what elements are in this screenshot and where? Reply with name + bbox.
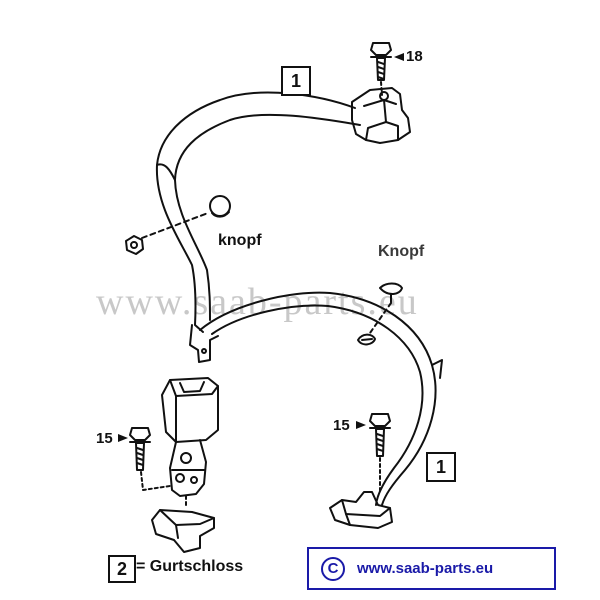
callout-part-1-top: 1 <box>281 66 311 96</box>
copyright-icon: C <box>321 556 345 581</box>
arrow-15-right <box>356 421 366 429</box>
copyright-footer: C www.saab-parts.eu <box>307 547 556 590</box>
torque-right-bolt: 15 <box>333 417 350 434</box>
arrow-18 <box>394 53 404 61</box>
bolt-15-left-icon <box>129 427 171 491</box>
knob-left-icon <box>209 195 231 218</box>
torque-left-bolt: 15 <box>96 430 113 447</box>
label-knopf-right: Knopf <box>378 243 425 260</box>
callout-part-2: 2 <box>108 555 136 583</box>
footer-url: www.saab-parts.eu <box>357 560 494 577</box>
top-anchor-housing <box>351 87 411 144</box>
upper-seat-belt <box>155 91 361 363</box>
knob-right-leader <box>369 302 392 334</box>
torque-top-bolt: 18 <box>406 48 423 65</box>
lower-anchor-bracket <box>329 491 393 529</box>
arrow-15-left <box>118 434 128 442</box>
knob-left-leader <box>141 212 209 239</box>
callout-part-1-right: 1 <box>426 452 456 482</box>
clip-right-icon <box>357 333 376 346</box>
label-gurtschloss: = Gurtschloss <box>136 558 244 575</box>
nut-left-icon <box>125 235 144 255</box>
buckle-assembly <box>151 377 219 553</box>
label-knopf-left: knopf <box>218 232 262 249</box>
bolt-15-right-icon <box>369 413 391 491</box>
lower-seat-belt <box>199 291 443 506</box>
knob-right-icon <box>379 282 403 303</box>
bolt-18-icon <box>370 42 392 96</box>
